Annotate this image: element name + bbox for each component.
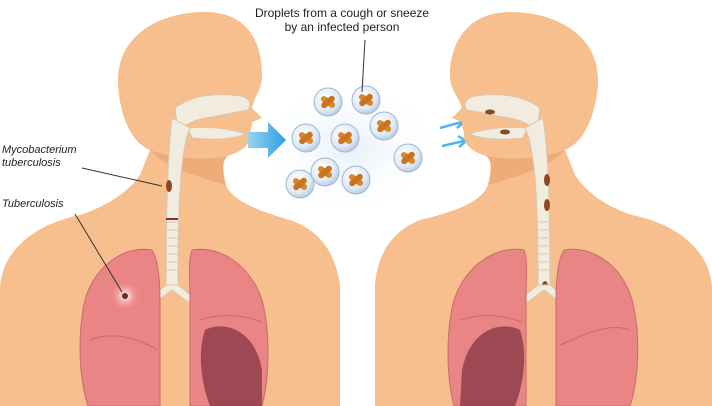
mycobacterium-label: Mycobacterium tuberculosis [2,144,112,170]
healthy-person [375,12,712,406]
tuberculosis-label: Tuberculosis [2,198,112,211]
trachea-bacterium [166,180,172,192]
bacterium-droplet-icon [286,170,314,198]
droplet-caption: Droplets from a cough or sneeze by an in… [232,6,452,34]
bacterium-droplet-icon [394,144,422,172]
mycobacterium-label-line2: tuberculosis [2,157,112,170]
bacterium-droplet-icon [331,124,359,152]
bacterium-droplet-icon [352,86,380,114]
bacterium-droplet-icon [314,88,342,116]
bacterium-droplet-icon [342,166,370,194]
droplet-caption-line1: Droplets from a cough or sneeze [232,6,452,20]
mycobacterium-label-line1: Mycobacterium [2,144,112,157]
bacterium-droplet-icon [311,158,339,186]
bacterium-droplet-icon [370,112,398,140]
bacterium-droplet-icon [292,124,320,152]
droplet-caption-line2: by an infected person [232,20,452,34]
